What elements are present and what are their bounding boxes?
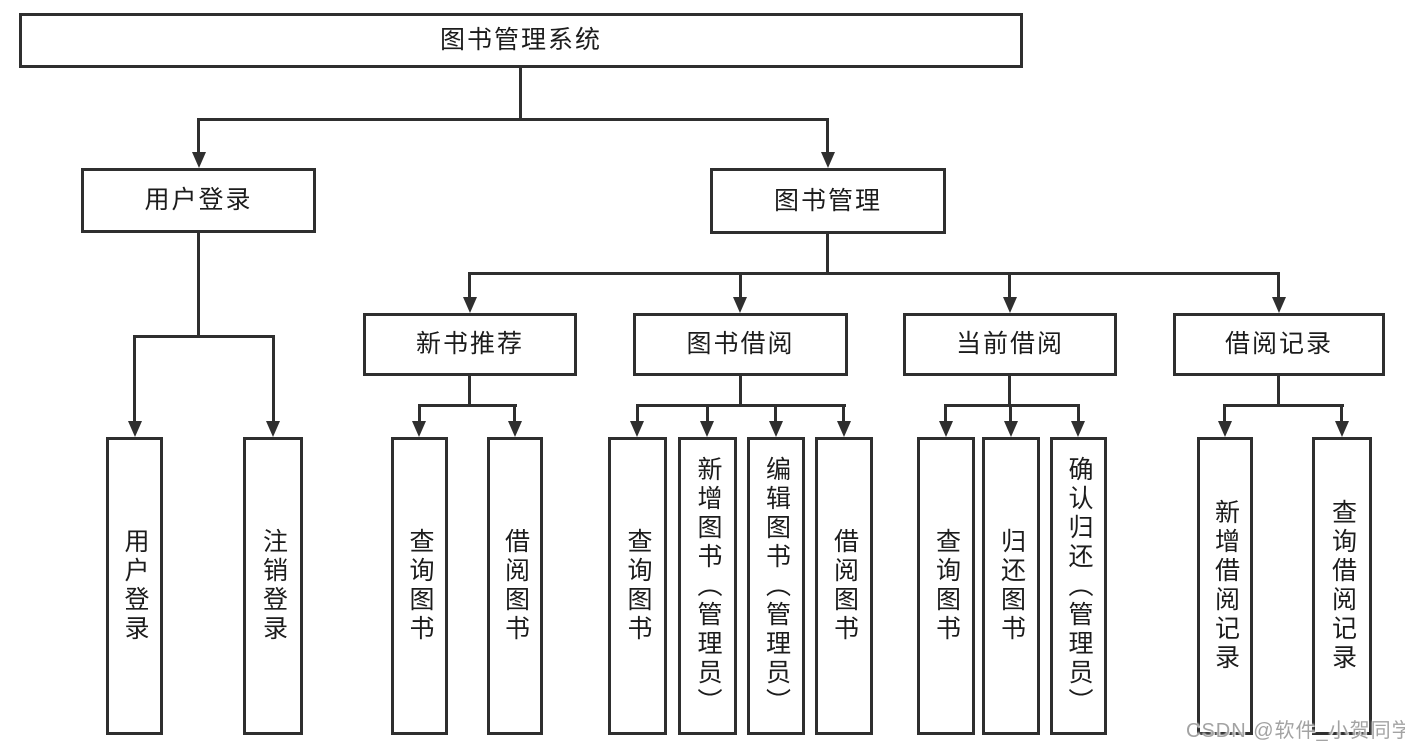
node-root: 图书管理系统	[19, 13, 1023, 68]
connector-current-drop-2	[1009, 404, 1012, 422]
arrowhead-borrow-leaf-1	[630, 421, 644, 437]
connector-borrow-drop-1	[636, 404, 639, 422]
node-user-login-label: 用户登录	[144, 186, 253, 214]
leaf-records-add-record: 新增借阅记录	[1197, 437, 1253, 735]
arrowhead-borrow-leaf-2	[700, 421, 714, 437]
arrowhead-user-login	[192, 152, 206, 168]
leaf-current-query-books: 查询图书	[917, 437, 975, 735]
connector-recommend-stem	[468, 376, 471, 407]
leaf-recommend-borrow-books: 借阅图书	[487, 437, 543, 735]
leaf-borrow-borrow-books-label: 借阅图书	[830, 528, 859, 644]
connector-current-drop-1	[944, 404, 947, 422]
arrowhead-borrow	[733, 297, 747, 313]
connector-login-drop-1	[133, 335, 136, 421]
arrowhead-current-leaf-3	[1071, 421, 1085, 437]
leaf-current-confirm-return-admin-label: 确认归还（管理员）	[1065, 455, 1093, 717]
connector-borrow-drop-4	[842, 404, 845, 422]
arrowhead-book-mgmt	[821, 152, 835, 168]
arrowhead-login-leaf-1	[128, 421, 142, 437]
leaf-recommend-query-books-label: 查询图书	[406, 528, 434, 644]
connector-borrow-drop-2	[706, 404, 709, 422]
connector-login-hline	[133, 335, 275, 338]
arrowhead-current-leaf-1	[939, 421, 953, 437]
node-current: 当前借阅	[903, 313, 1117, 376]
connector-user-login-drop	[197, 118, 200, 153]
node-recommend-label: 新书推荐	[415, 330, 524, 358]
leaf-borrow-edit-books-admin-label: 编辑图书（管理员）	[762, 455, 791, 717]
node-borrow: 图书借阅	[633, 313, 848, 376]
arrowhead-records-leaf-1	[1218, 421, 1232, 437]
connector-recommend-hline	[418, 404, 517, 407]
connector-mgmt-drop-3	[1008, 272, 1011, 298]
node-recommend: 新书推荐	[363, 313, 577, 376]
arrowhead-login-leaf-2	[266, 421, 280, 437]
leaf-borrow-borrow-books: 借阅图书	[815, 437, 873, 735]
leaf-records-add-record-label: 新增借阅记录	[1211, 499, 1240, 673]
connector-mgmt-drop-2	[739, 272, 742, 298]
leaf-borrow-query-books-label: 查询图书	[624, 528, 652, 644]
connector-mgmt-drop-1	[468, 272, 471, 298]
node-current-label: 当前借阅	[955, 330, 1064, 358]
node-records: 借阅记录	[1173, 313, 1385, 376]
leaf-logout: 注销登录	[243, 437, 303, 735]
leaf-records-query-record: 查询借阅记录	[1312, 437, 1372, 735]
connector-recommend-drop-2	[513, 404, 516, 422]
connector-records-hline	[1223, 404, 1344, 407]
leaf-current-return-books: 归还图书	[982, 437, 1040, 735]
node-book-mgmt: 图书管理	[710, 168, 946, 234]
connector-mgmt-drop-4	[1277, 272, 1280, 298]
connector-borrow-drop-3	[774, 404, 777, 422]
arrowhead-recommend-leaf-1	[412, 421, 426, 437]
leaf-current-confirm-return-admin: 确认归还（管理员）	[1050, 437, 1107, 735]
arrowhead-records-leaf-2	[1335, 421, 1349, 437]
connector-root-stem	[519, 68, 522, 121]
arrowhead-borrow-leaf-3	[769, 421, 783, 437]
leaf-borrow-query-books: 查询图书	[608, 437, 667, 735]
leaf-borrow-add-books-admin-label: 新增图书（管理员）	[694, 455, 722, 717]
leaf-recommend-borrow-books-label: 借阅图书	[501, 528, 530, 644]
connector-recommend-drop-1	[418, 404, 421, 422]
connector-login-stem	[197, 233, 200, 338]
leaf-current-query-books-label: 查询图书	[932, 528, 961, 644]
leaf-current-return-books-label: 归还图书	[997, 528, 1026, 644]
connector-current-hline	[944, 404, 1080, 407]
connector-borrow-hline	[636, 404, 846, 407]
node-book-mgmt-label: 图书管理	[773, 186, 882, 215]
leaf-logout-label: 注销登录	[259, 528, 288, 644]
arrowhead-recommend	[463, 297, 477, 313]
connector-login-drop-2	[272, 335, 275, 421]
arrowhead-records	[1272, 297, 1286, 313]
arrowhead-current	[1003, 297, 1017, 313]
leaf-borrow-edit-books-admin: 编辑图书（管理员）	[747, 437, 805, 735]
arrowhead-current-leaf-2	[1004, 421, 1018, 437]
node-borrow-label: 图书借阅	[686, 330, 795, 358]
connector-book-mgmt-drop	[826, 118, 829, 153]
connector-current-stem	[1008, 376, 1011, 407]
leaf-user-login: 用户登录	[106, 437, 163, 735]
connector-records-drop-1	[1223, 404, 1226, 422]
connector-root-hline	[197, 118, 829, 121]
connector-records-stem	[1277, 376, 1280, 407]
arrowhead-recommend-leaf-2	[508, 421, 522, 437]
arrowhead-borrow-leaf-4	[837, 421, 851, 437]
connector-mgmt-stem	[826, 234, 829, 275]
connector-current-drop-3	[1077, 404, 1080, 422]
leaf-recommend-query-books: 查询图书	[391, 437, 448, 735]
connector-mgmt-hline	[468, 272, 1280, 275]
leaf-records-query-record-label: 查询借阅记录	[1328, 499, 1357, 673]
connector-records-drop-2	[1340, 404, 1343, 422]
leaf-borrow-add-books-admin: 新增图书（管理员）	[678, 437, 737, 735]
connector-borrow-stem	[739, 376, 742, 407]
leaf-user-login-label: 用户登录	[121, 528, 149, 644]
node-records-label: 借阅记录	[1224, 330, 1333, 358]
node-root-label: 图书管理系统	[439, 26, 602, 54]
csdn-watermark: CSDN @软件_小贺同学	[1186, 720, 1405, 742]
node-user-login: 用户登录	[81, 168, 316, 233]
